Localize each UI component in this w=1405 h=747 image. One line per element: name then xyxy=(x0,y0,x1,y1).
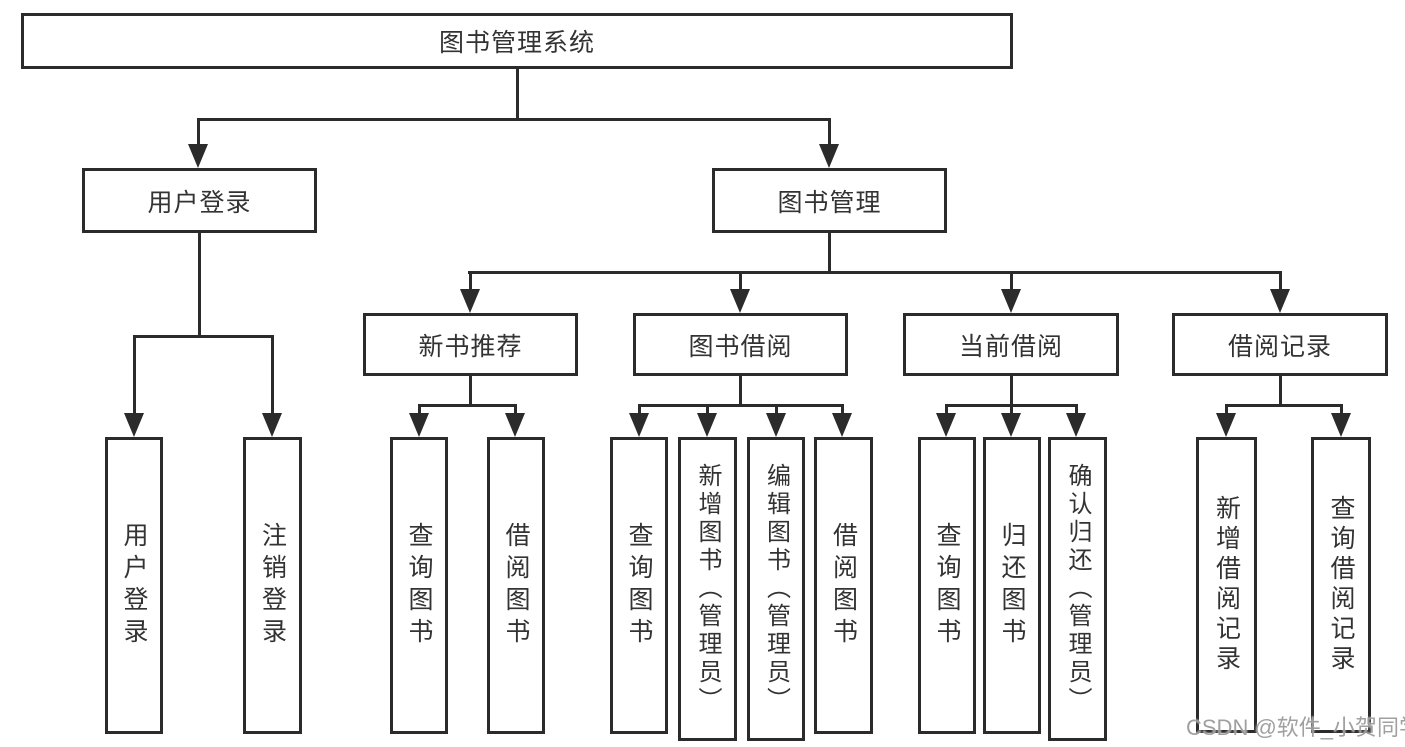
connector-line xyxy=(1225,404,1228,417)
node-label: 确认归还（管理员） xyxy=(1064,463,1091,715)
arrow-down-icon xyxy=(766,413,786,437)
connector-line xyxy=(841,404,844,417)
connector-line xyxy=(638,404,844,407)
arrow-down-icon xyxy=(1066,413,1086,437)
node-label: 新书推荐 xyxy=(418,332,523,361)
arrow-down-icon xyxy=(409,413,429,437)
leaf-query-books-recommend: 查询图书 xyxy=(390,437,448,734)
arrow-down-icon xyxy=(124,413,144,437)
arrow-down-icon xyxy=(832,413,852,437)
connector-line xyxy=(1340,404,1343,417)
leaf-query-borrow-record: 查询借阅记录 xyxy=(1311,437,1371,733)
arrow-down-icon xyxy=(505,413,525,437)
arrow-down-icon xyxy=(1270,289,1290,313)
node-current-borrowing: 当前借阅 xyxy=(903,313,1119,376)
connector-line xyxy=(418,404,517,407)
arrow-down-icon xyxy=(819,144,839,168)
connector-line xyxy=(197,118,831,121)
arrow-down-icon xyxy=(1001,289,1021,313)
node-new-book-recommend: 新书推荐 xyxy=(363,313,578,376)
arrow-down-icon xyxy=(460,289,480,313)
node-label: 注销登录 xyxy=(258,521,287,650)
node-label: 图书借阅 xyxy=(688,332,793,361)
leaf-add-borrow-record: 新增借阅记录 xyxy=(1196,437,1257,733)
connector-line xyxy=(271,335,274,417)
connector-line xyxy=(1010,404,1013,417)
connector-line xyxy=(828,233,831,274)
leaf-return-book: 归还图书 xyxy=(983,437,1041,734)
node-label: 图书管理 xyxy=(777,188,882,217)
node-user-login: 用户登录 xyxy=(82,168,317,233)
arrow-down-icon xyxy=(1216,413,1236,437)
connector-line xyxy=(739,271,742,293)
connector-line xyxy=(133,335,274,338)
connector-line xyxy=(197,118,200,148)
connector-line xyxy=(1010,271,1013,293)
arrow-down-icon xyxy=(936,413,956,437)
connector-line xyxy=(516,68,519,121)
connector-line xyxy=(638,404,641,417)
arrow-down-icon xyxy=(629,413,649,437)
node-label: 借阅图书 xyxy=(502,521,530,650)
connector-line xyxy=(1010,376,1013,407)
connector-line xyxy=(1279,271,1282,293)
node-label: 图书管理系统 xyxy=(438,29,595,57)
connector-line xyxy=(706,404,709,417)
node-label: 新增图书（管理员） xyxy=(694,463,721,715)
node-label: 借阅图书 xyxy=(829,521,858,650)
node-label: 编辑图书（管理员） xyxy=(762,463,790,715)
node-book-borrowing: 图书借阅 xyxy=(633,313,848,376)
arrow-down-icon xyxy=(1331,413,1351,437)
leaf-query-books-current: 查询图书 xyxy=(918,437,976,734)
connector-line xyxy=(514,404,517,417)
connector-line xyxy=(198,233,201,338)
node-label: 查询借阅记录 xyxy=(1327,495,1355,675)
node-label: 归还图书 xyxy=(998,521,1026,650)
node-book-management: 图书管理 xyxy=(712,168,947,233)
arrow-down-icon xyxy=(730,289,750,313)
leaf-edit-book-admin: 编辑图书（管理员） xyxy=(747,437,805,741)
leaf-add-book-admin: 新增图书（管理员） xyxy=(678,437,737,741)
connector-line xyxy=(469,271,472,293)
leaf-confirm-return-admin: 确认归还（管理员） xyxy=(1048,437,1107,741)
node-label: 查询图书 xyxy=(933,521,961,650)
connector-line xyxy=(469,376,472,407)
connector-line xyxy=(133,335,136,417)
node-label: 用户登录 xyxy=(147,188,252,217)
connector-line xyxy=(1279,376,1282,407)
connector-line xyxy=(1225,404,1343,407)
connector-line xyxy=(418,404,421,417)
leaf-user-login: 用户登录 xyxy=(105,437,163,734)
node-root-library-system: 图书管理系统 xyxy=(21,13,1013,69)
node-label: 用户登录 xyxy=(120,521,148,650)
connector-line xyxy=(775,404,778,417)
leaf-borrow-books-borrowing: 借阅图书 xyxy=(814,437,873,734)
arrow-down-icon xyxy=(262,413,282,437)
node-label: 查询图书 xyxy=(625,521,653,650)
arrow-down-icon xyxy=(188,144,208,168)
connector-line xyxy=(468,271,1282,274)
arrow-down-icon xyxy=(697,413,717,437)
watermark: CSDN @软件_小贺同学 xyxy=(1186,715,1405,740)
connector-line xyxy=(945,404,948,417)
node-label: 新增借阅记录 xyxy=(1212,495,1241,675)
node-borrowing-records: 借阅记录 xyxy=(1172,313,1388,376)
leaf-borrow-books-recommend: 借阅图书 xyxy=(487,437,545,734)
connector-line xyxy=(739,376,742,407)
leaf-logout: 注销登录 xyxy=(243,437,302,734)
connector-line xyxy=(828,118,831,148)
connector-line xyxy=(1075,404,1078,417)
node-label: 当前借阅 xyxy=(958,332,1063,361)
node-label: 借阅记录 xyxy=(1227,332,1332,361)
arrow-down-icon xyxy=(1001,413,1021,437)
node-label: 查询图书 xyxy=(405,521,433,650)
leaf-query-books-borrowing: 查询图书 xyxy=(610,437,668,734)
